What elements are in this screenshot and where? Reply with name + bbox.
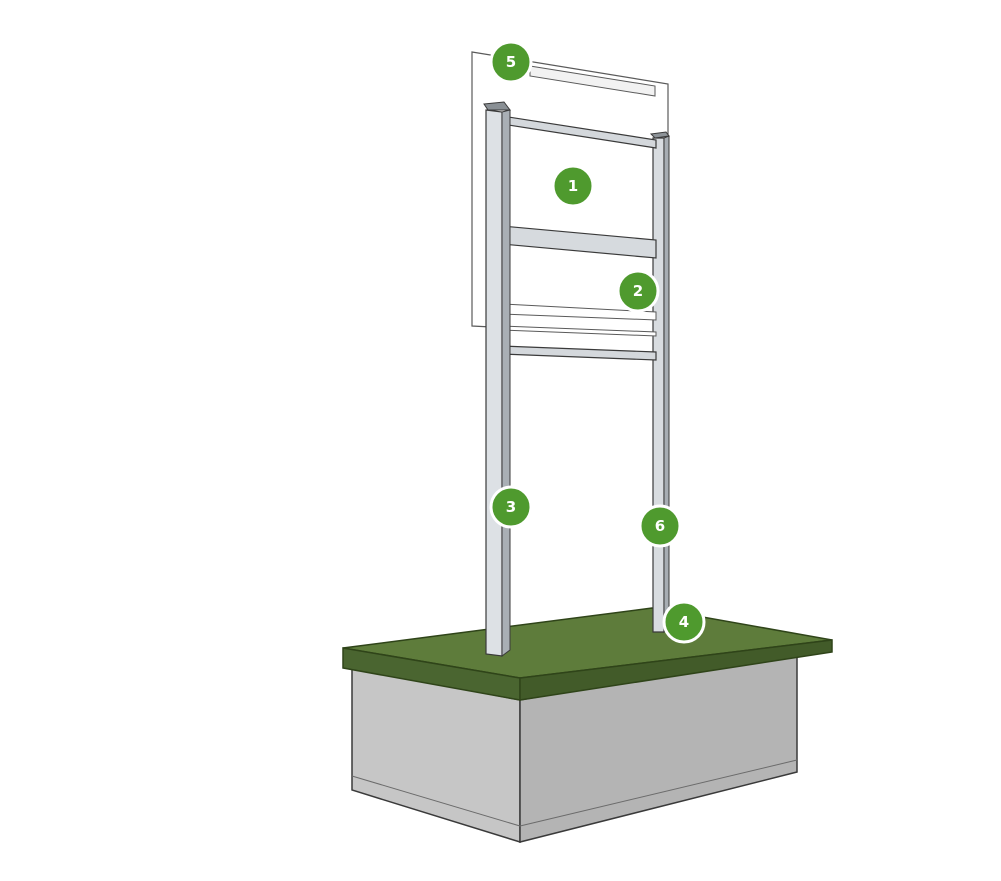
callout-6: 6 bbox=[638, 504, 682, 548]
callout-4-circle bbox=[662, 600, 706, 644]
callout-3-label: 3 bbox=[506, 498, 516, 516]
callout-1: 1 bbox=[551, 164, 595, 208]
callout-2-circle bbox=[616, 269, 660, 313]
callout-4: 4 bbox=[662, 600, 706, 644]
ground-side-edge bbox=[519, 639, 833, 701]
concrete-front-groove bbox=[351, 775, 521, 827]
left-post-side bbox=[501, 109, 511, 657]
callout-1-circle bbox=[551, 164, 595, 208]
ground-slab bbox=[342, 607, 833, 701]
callout-5-label: 5 bbox=[506, 53, 516, 71]
callout-5-circle bbox=[489, 40, 533, 84]
callout-2-label: 2 bbox=[633, 282, 643, 300]
callout-6-label: 6 bbox=[655, 517, 665, 535]
right-post-front bbox=[652, 137, 665, 633]
bottom-cross-bar bbox=[501, 345, 657, 361]
callout-4-label: 4 bbox=[679, 613, 689, 631]
callout-2: 2 bbox=[616, 269, 660, 313]
callout-3-circle bbox=[489, 485, 533, 529]
callout-1-label: 1 bbox=[568, 177, 578, 195]
left-post-front bbox=[485, 109, 503, 657]
left-post-cap bbox=[483, 101, 511, 111]
callout-3: 3 bbox=[489, 485, 533, 529]
right-post-cap bbox=[649, 131, 670, 139]
callout-5: 5 bbox=[489, 40, 533, 84]
header-strip bbox=[529, 65, 656, 97]
cross-bars bbox=[501, 115, 657, 361]
callout-6-circle bbox=[638, 504, 682, 548]
concrete-base bbox=[351, 651, 798, 844]
concrete-side-groove bbox=[519, 759, 798, 827]
right-post-side bbox=[663, 135, 670, 634]
right-post-shape bbox=[649, 131, 670, 634]
left-post-shape bbox=[483, 101, 511, 657]
